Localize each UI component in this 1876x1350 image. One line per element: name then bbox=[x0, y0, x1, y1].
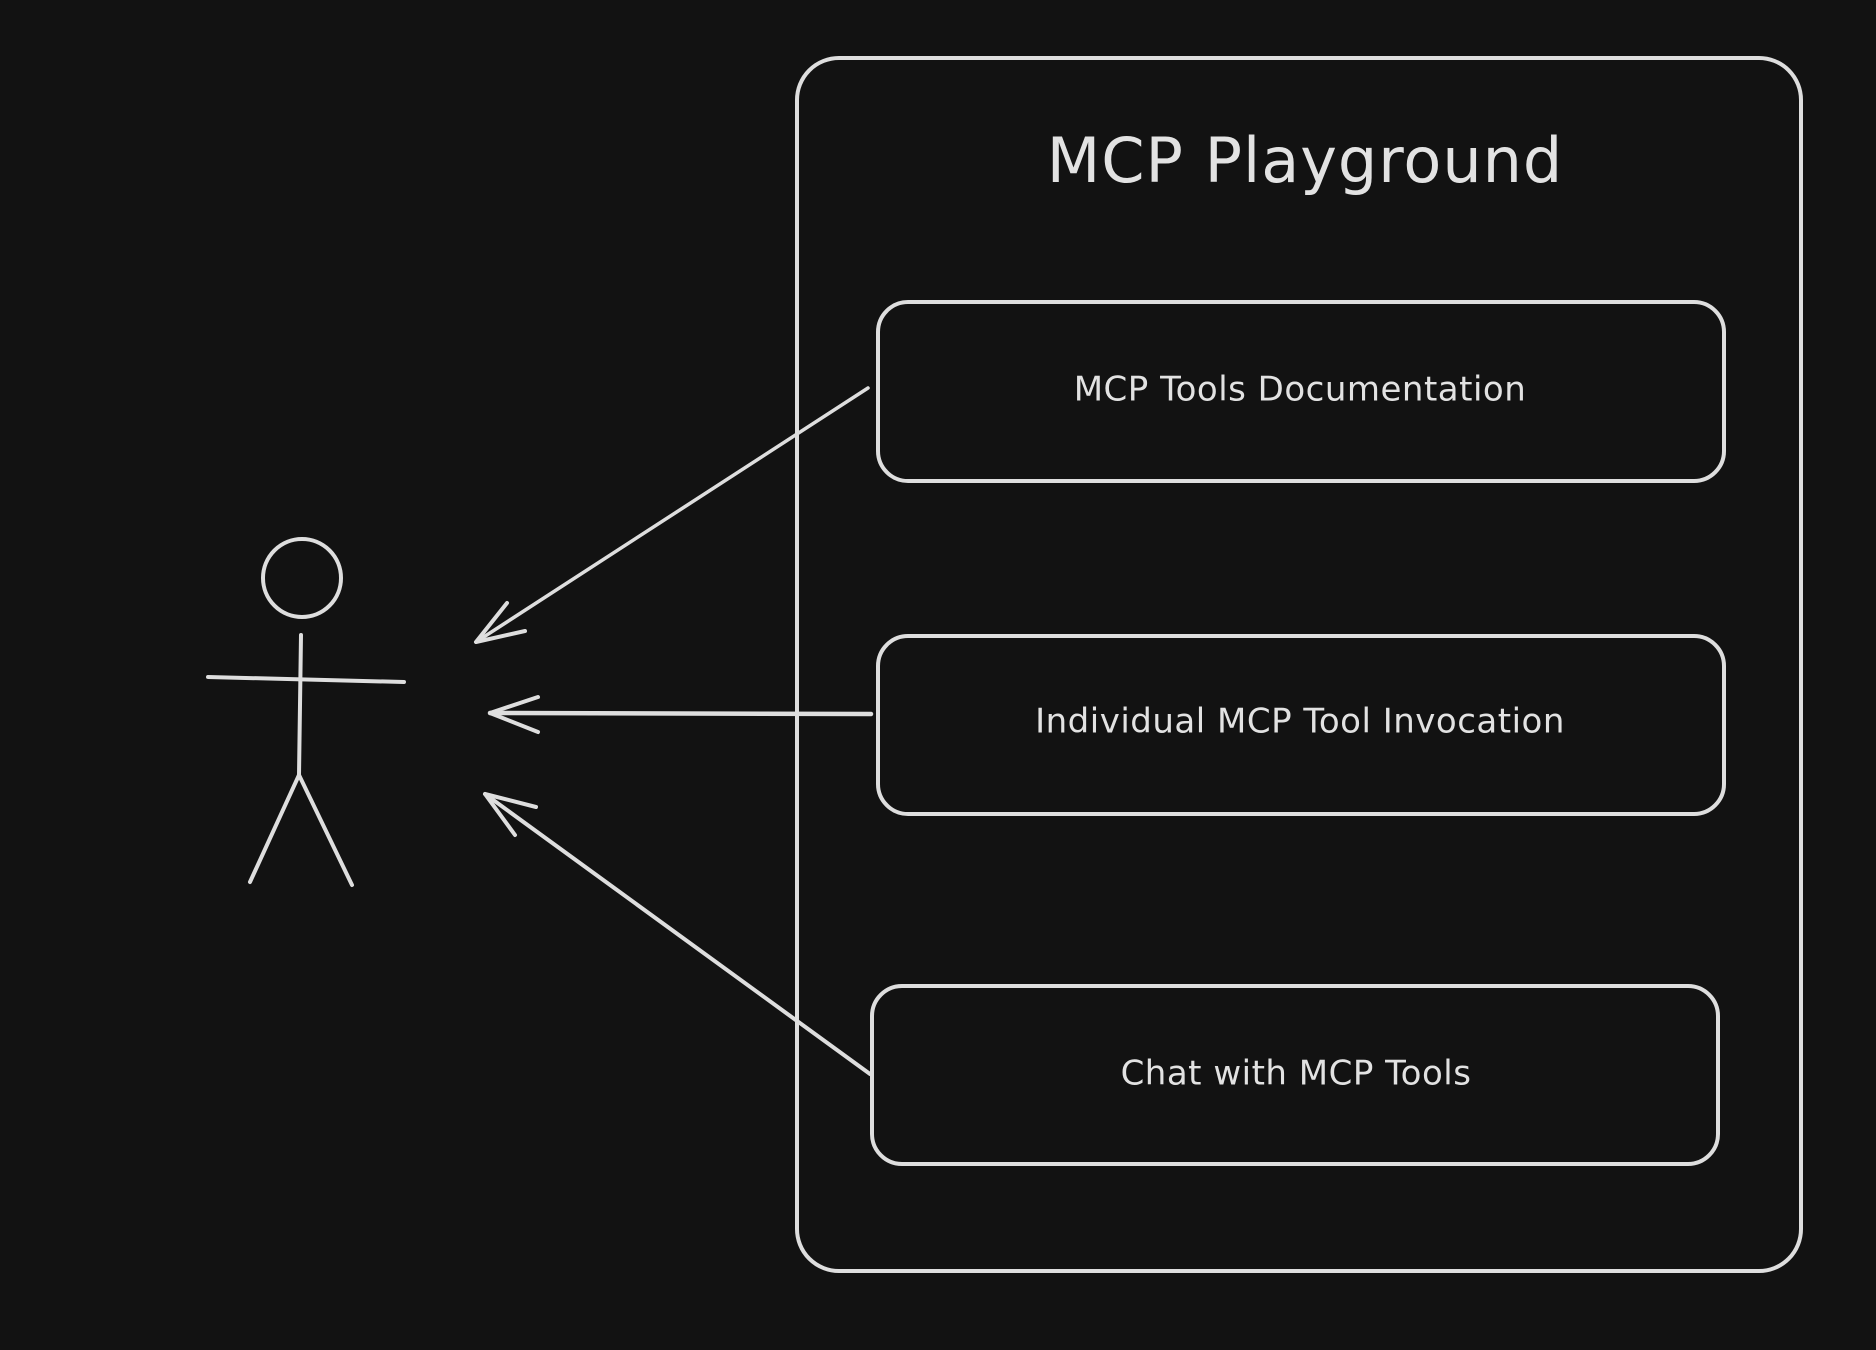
use-case-chat[interactable]: Chat with MCP Tools bbox=[870, 984, 1720, 1166]
use-case-box bbox=[876, 634, 1726, 816]
use-case-tool-invocation[interactable]: Individual MCP Tool Invocation bbox=[876, 634, 1726, 816]
arrowhead-icon bbox=[488, 695, 540, 734]
use-case-label: Chat with MCP Tools bbox=[1121, 1054, 1472, 1094]
system-boundary-frame bbox=[795, 56, 1803, 1273]
arrow-invocation-to-actor bbox=[487, 695, 874, 734]
use-case-label: Individual MCP Tool Invocation bbox=[1035, 702, 1565, 742]
use-case-label: MCP Tools Documentation bbox=[1074, 370, 1527, 410]
use-case-documentation[interactable]: MCP Tools Documentation bbox=[876, 300, 1726, 483]
actor-head bbox=[261, 537, 343, 619]
arrowhead-icon bbox=[483, 792, 538, 837]
actor-right-leg bbox=[297, 773, 354, 887]
actor-stick-figure-icon[interactable] bbox=[206, 537, 406, 887]
use-case-box bbox=[876, 300, 1726, 483]
arrowhead-icon bbox=[474, 601, 527, 644]
arrow-documentation-to-actor bbox=[474, 386, 870, 644]
system-title: MCP Playground bbox=[1047, 124, 1564, 197]
arrow-line bbox=[487, 710, 874, 717]
arrow-line bbox=[474, 386, 870, 644]
arrow-chat-to-actor bbox=[483, 792, 872, 1076]
system-boundary[interactable]: MCP Playground bbox=[795, 56, 1803, 1273]
actor-arms bbox=[206, 675, 406, 684]
actor-body bbox=[297, 633, 303, 777]
actor-left-leg bbox=[248, 773, 301, 884]
arrow-line bbox=[483, 792, 872, 1076]
use-case-box bbox=[870, 984, 1720, 1166]
